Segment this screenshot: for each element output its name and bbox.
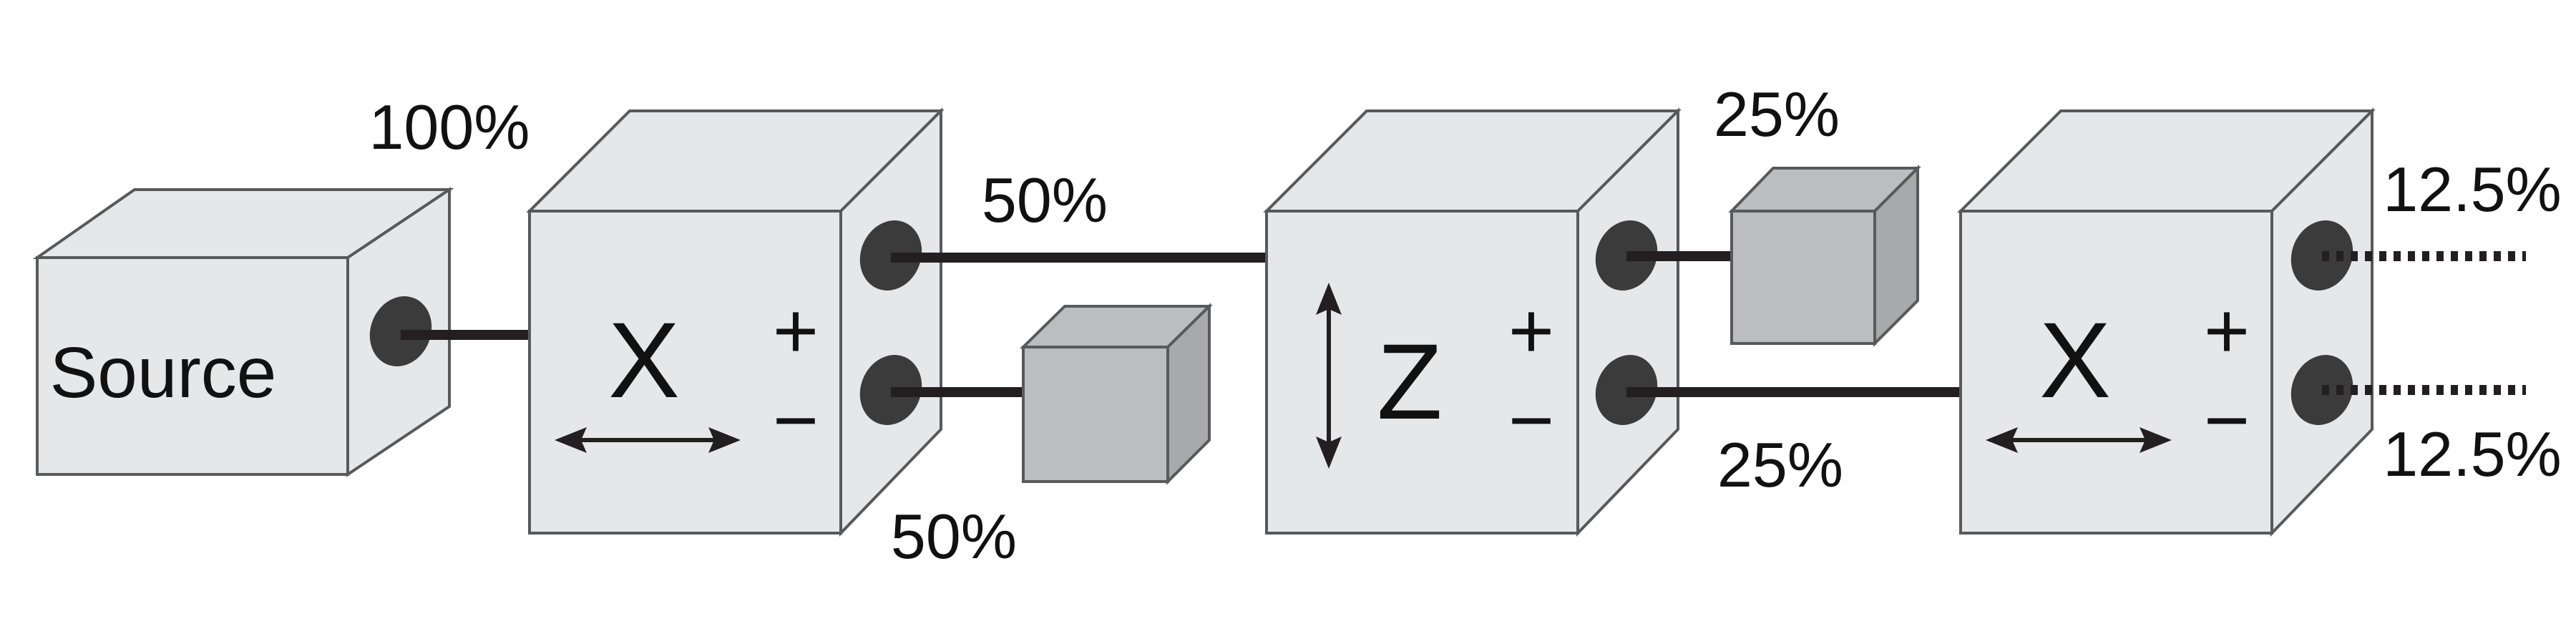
z-polarizer-box: Z + −: [1263, 107, 1682, 537]
intensity-label-25-bottom: 25%: [1717, 429, 1843, 500]
z-box-front-face: [1265, 210, 1579, 535]
intensity-label-25-top: 25%: [1714, 79, 1840, 150]
source-label: Source: [50, 333, 277, 413]
intensity-label-100: 100%: [369, 92, 530, 162]
z-minus-sign: −: [1508, 376, 1554, 464]
x1-plus-sign: +: [773, 287, 819, 375]
x1-horizontal-arrow-icon: [555, 427, 741, 453]
x1-axis-label: X: [608, 300, 680, 420]
x2-minus-sign: −: [2204, 376, 2250, 464]
absorber-block-1: [1020, 303, 1213, 485]
x1-box-front-face: [528, 210, 842, 535]
absorber-block-2: [1728, 165, 1921, 347]
x2-box-front-face: [1959, 210, 2273, 535]
intensity-label-12-5-top: 12.5%: [2383, 154, 2562, 225]
x2-plus-sign: +: [2204, 287, 2250, 375]
x2-horizontal-arrow-icon: [1986, 427, 2172, 453]
z-vertical-arrow-icon: [1316, 283, 1342, 469]
source-box-front-face: [36, 256, 349, 476]
z-plus-sign: +: [1508, 287, 1554, 375]
intensity-label-50-top: 50%: [982, 165, 1108, 235]
intensity-label-50-bottom: 50%: [891, 501, 1017, 572]
x1-minus-sign: −: [773, 376, 819, 464]
x2-polarizer-box: X + −: [1957, 107, 2376, 537]
x1-polarizer-box: X + −: [526, 107, 945, 537]
z-axis-label: Z: [1377, 321, 1443, 441]
x2-axis-label: X: [2039, 300, 2111, 420]
source-box: Source: [32, 187, 454, 477]
intensity-label-12-5-bottom: 12.5%: [2383, 419, 2562, 489]
